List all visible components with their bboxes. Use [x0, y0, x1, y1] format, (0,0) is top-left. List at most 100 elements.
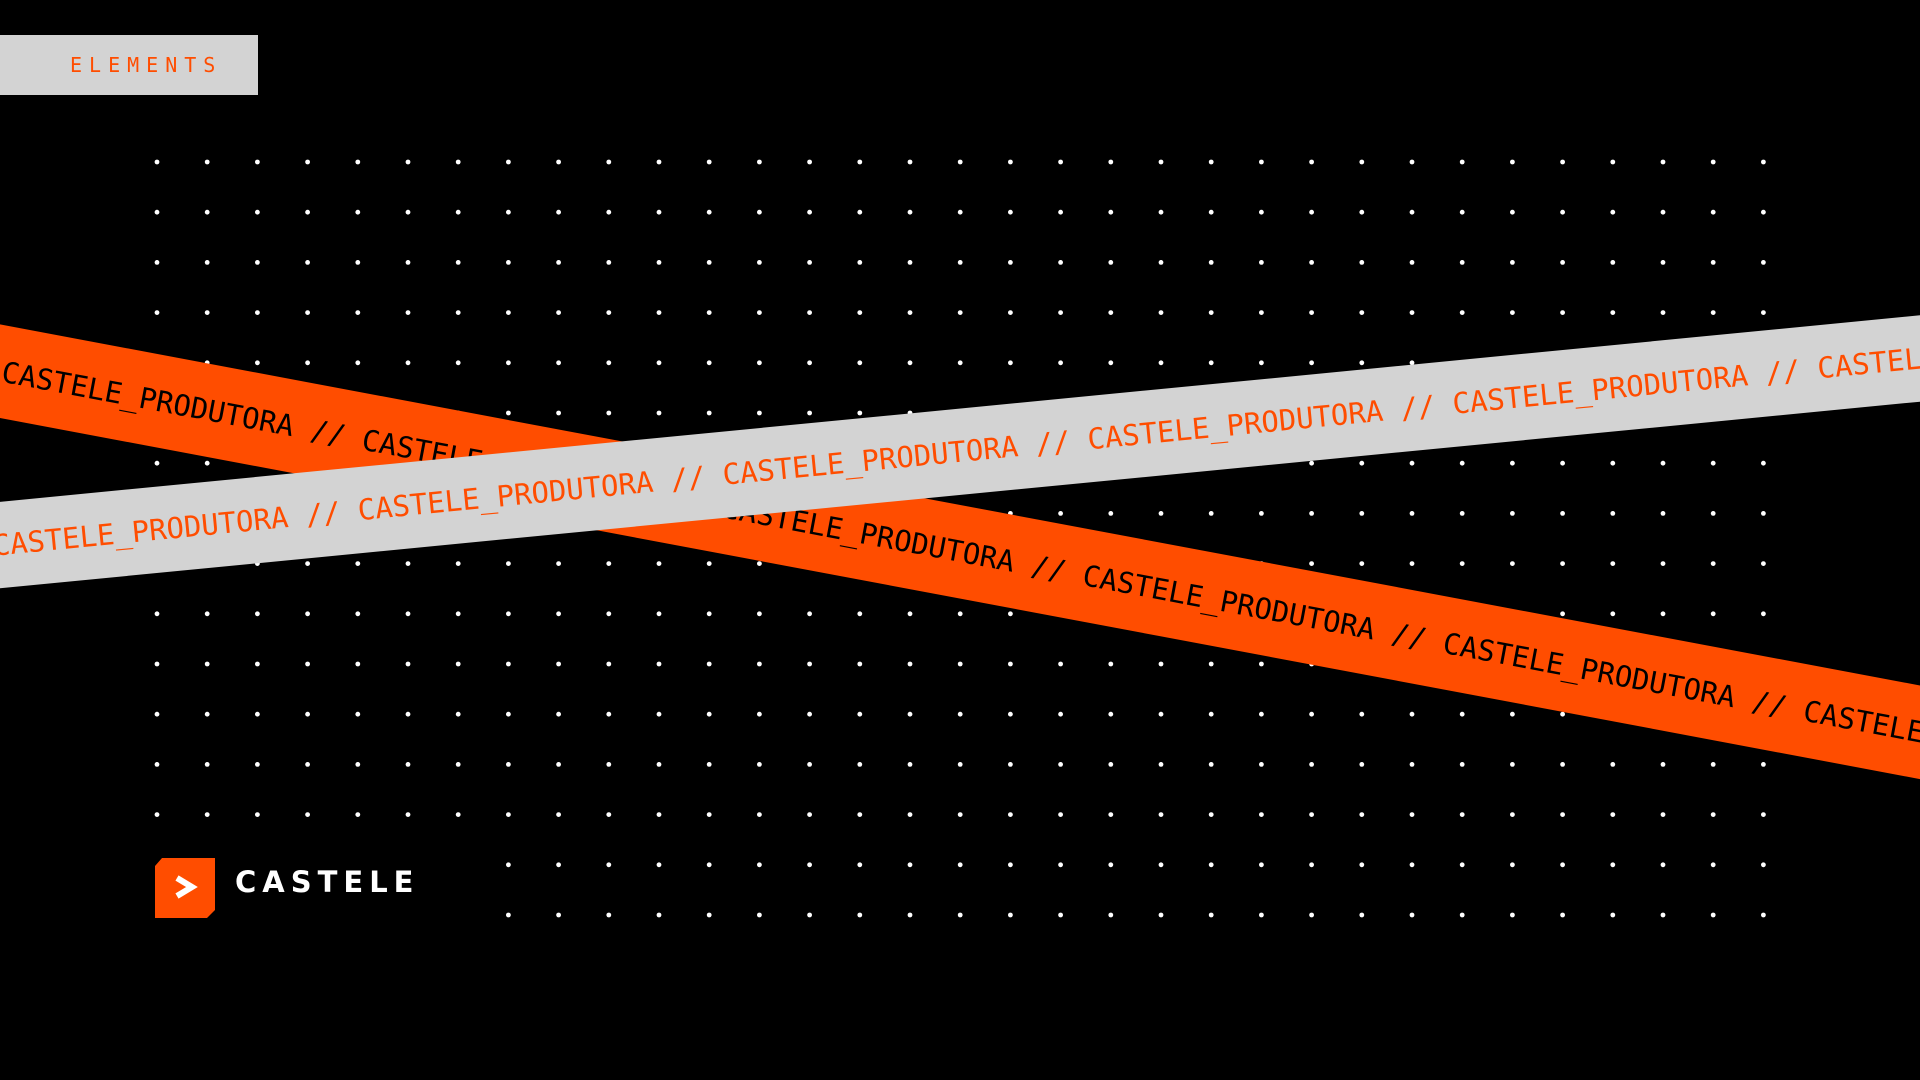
- grid-dot: [1208, 711, 1214, 717]
- grid-dot: [1710, 862, 1716, 868]
- grid-dot: [1158, 711, 1164, 717]
- grid-dot: [1459, 511, 1465, 516]
- section-label-tab: ELEMENTS: [0, 35, 258, 95]
- grid-dot: [1008, 812, 1013, 817]
- grid-dot: [1259, 862, 1264, 868]
- grid-dot: [1660, 260, 1666, 265]
- grid-dot: [355, 561, 361, 566]
- grid-dot: [1761, 862, 1766, 868]
- grid-dot: [1359, 762, 1365, 767]
- grid-dot: [807, 611, 812, 617]
- grid-dot: [1008, 310, 1013, 315]
- grid-dot: [204, 209, 210, 215]
- grid-dot: [556, 812, 561, 817]
- grid-dot: [455, 762, 461, 767]
- grid-dot: [1560, 912, 1565, 918]
- grid-dot: [757, 661, 762, 667]
- grid-dot: [807, 912, 812, 918]
- grid-dot: [1710, 310, 1716, 315]
- grid-dot: [1610, 511, 1616, 516]
- grid-dot: [907, 209, 913, 215]
- grid-dot: [355, 360, 361, 366]
- grid-dot: [1409, 762, 1415, 767]
- grid-dot: [757, 711, 762, 717]
- grid-dot: [1309, 159, 1314, 165]
- grid-dot: [255, 762, 260, 767]
- grid-dot: [1710, 511, 1716, 516]
- grid-dot: [1560, 209, 1565, 215]
- grid-dot: [556, 310, 561, 315]
- grid-dot: [455, 360, 461, 366]
- grid-dot: [1710, 812, 1716, 817]
- grid-dot: [305, 260, 310, 265]
- grid-dot: [1610, 611, 1616, 617]
- grid-dot: [204, 460, 210, 466]
- grid-dot: [807, 862, 812, 868]
- grid-dot: [857, 661, 863, 667]
- grid-dot: [1158, 310, 1164, 315]
- grid-dot: [1309, 912, 1314, 918]
- grid-dot: [1409, 912, 1415, 918]
- grid-dot: [1259, 812, 1264, 817]
- grid-dot: [757, 611, 762, 617]
- grid-dot: [405, 561, 411, 566]
- grid-dot: [1560, 711, 1565, 717]
- grid-dot: [1108, 762, 1114, 767]
- grid-dot: [1108, 711, 1114, 717]
- grid-dot: [305, 611, 310, 617]
- grid-dot: [556, 762, 561, 767]
- grid-dot: [1208, 209, 1214, 215]
- grid-dot: [1560, 260, 1565, 265]
- grid-dot: [204, 260, 210, 265]
- grid-dot: [255, 661, 260, 667]
- grid-dot: [455, 611, 461, 617]
- grid-dot: [1208, 360, 1214, 366]
- grid-dot: [757, 561, 762, 566]
- grid-dot: [1259, 711, 1264, 717]
- grid-dot: [1158, 912, 1164, 918]
- grid-dot: [1660, 310, 1666, 315]
- grid-dot: [506, 661, 511, 667]
- grid-dot: [1108, 912, 1114, 918]
- grid-dot: [506, 310, 511, 315]
- grid-dot: [807, 661, 812, 667]
- grid-dot: [1710, 159, 1716, 165]
- grid-dot: [455, 310, 461, 315]
- castele-logo-icon: [155, 858, 215, 918]
- grid-dot: [405, 209, 411, 215]
- grid-dot: [656, 661, 662, 667]
- grid-dot: [1459, 912, 1465, 918]
- grid-dot: [1058, 762, 1063, 767]
- grid-dot: [1761, 209, 1766, 215]
- grid-dot: [1560, 310, 1565, 315]
- grid-dot: [857, 209, 863, 215]
- grid-dot: [405, 661, 411, 667]
- grid-dot: [1058, 310, 1063, 315]
- grid-dot: [1610, 912, 1616, 918]
- grid-dot: [355, 812, 361, 817]
- grid-dot: [706, 310, 712, 315]
- grid-dot: [506, 812, 511, 817]
- grid-dot: [907, 611, 913, 617]
- grid-dot: [1610, 862, 1616, 868]
- grid-dot: [1008, 260, 1013, 265]
- grid-dot: [1058, 862, 1063, 868]
- grid-dot: [556, 862, 561, 868]
- grid-dot: [1560, 561, 1565, 566]
- grid-dot: [305, 360, 310, 366]
- grid-dot: [1409, 511, 1415, 516]
- grid-dot: [1158, 862, 1164, 868]
- grid-dot: [305, 159, 310, 165]
- grid-dot: [1660, 159, 1666, 165]
- grid-dot: [1108, 511, 1114, 516]
- grid-dot: [1309, 762, 1314, 767]
- grid-dot: [1610, 260, 1616, 265]
- grid-dot: [1409, 260, 1415, 265]
- grid-dot: [1108, 209, 1114, 215]
- grid-dot: [1560, 159, 1565, 165]
- grid-dot: [1309, 310, 1314, 315]
- grid-dot: [355, 159, 361, 165]
- grid-dot: [1158, 260, 1164, 265]
- grid-dot: [757, 310, 762, 315]
- grid-dot: [305, 812, 310, 817]
